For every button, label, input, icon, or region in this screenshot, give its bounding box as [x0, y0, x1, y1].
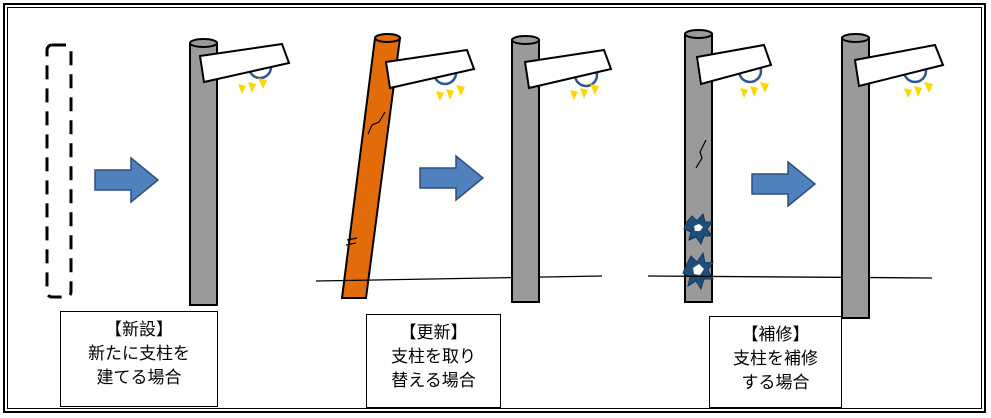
case-label-replacement: 【更新】 支柱を取り 替える場合 — [366, 314, 501, 408]
ground-line — [647, 275, 933, 279]
street-lamp — [384, 48, 476, 101]
street-lamp — [523, 48, 613, 100]
case-label-repair: 【補修】 支柱を補修 する場合 — [709, 316, 842, 408]
case-description-line2: 建てる場合 — [96, 368, 182, 388]
case-description-line1: 支柱を取り — [391, 347, 476, 367]
street-lamp — [695, 43, 773, 98]
case-label-new-installation: 【新設】 新たに支柱を 建てる場合 — [60, 311, 218, 407]
old-leaning-pole — [340, 33, 402, 299]
street-lamp — [198, 42, 291, 94]
arrow-icon — [94, 156, 160, 204]
arrow-icon — [751, 160, 817, 208]
street-lamp — [853, 43, 945, 98]
ground-line — [315, 275, 603, 282]
case-description-line1: 支柱を補修 — [733, 349, 818, 369]
arrow-icon — [419, 154, 485, 202]
case-title: 【補修】 — [741, 325, 810, 345]
diagram-inner-border — [7, 7, 982, 409]
case-description-line1: 新たに支柱を — [88, 344, 190, 364]
case-description-line2: 替える場合 — [391, 371, 476, 391]
case-description-line2: する場合 — [741, 373, 810, 393]
case-title: 【更新】 — [399, 323, 468, 343]
case-title: 【新設】 — [105, 320, 173, 340]
corrosion-damage-icon — [683, 212, 713, 246]
corrosion-damage-icon — [682, 251, 714, 291]
planned-pole-outline — [45, 43, 73, 299]
new-pole — [189, 38, 218, 306]
